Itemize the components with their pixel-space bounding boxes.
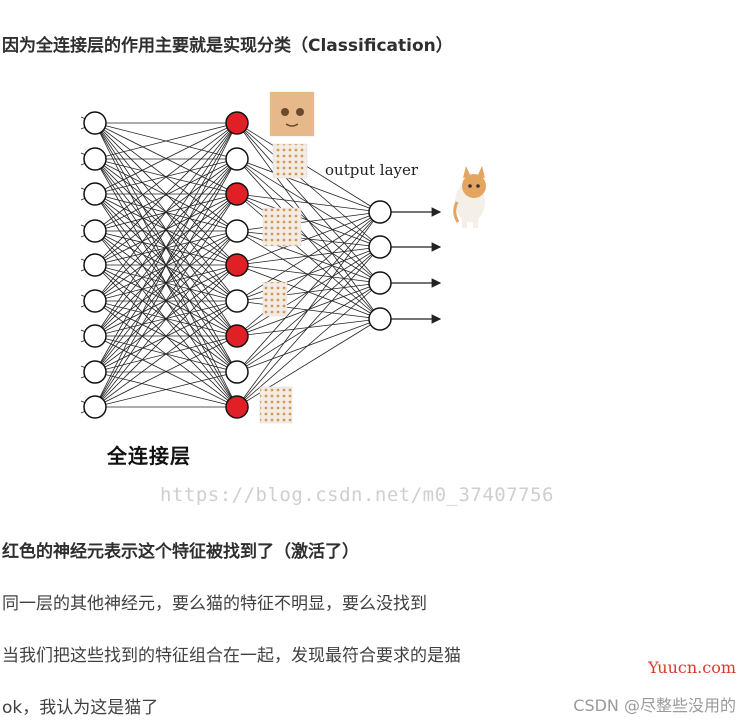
cat-feature-fragment-image — [263, 282, 287, 316]
hidden-neuron — [226, 290, 248, 312]
hidden-neuron — [226, 220, 248, 242]
input-neuron — [84, 112, 106, 134]
paragraph-combine-features: 当我们把这些找到的特征组合在一起，发现最符合要求的是猫 — [2, 641, 461, 666]
input-neuron — [84, 361, 106, 383]
input-neuron — [84, 183, 106, 205]
output-neuron — [369, 236, 391, 258]
cat-feature-fragment-image — [273, 144, 307, 178]
input-neuron — [84, 220, 106, 242]
section-heading-activation: 红色的神经元表示这个特征被找到了（激活了） — [2, 537, 359, 562]
cat-face-image — [270, 92, 314, 136]
input-neuron — [84, 148, 106, 170]
blog-url-watermark: https://blog.csdn.net/m0_37407756 — [160, 484, 554, 506]
site-watermark: Yuucn.com — [648, 658, 736, 677]
paragraph-other-neurons: 同一层的其他神经元，要么猫的特征不明显，要么没找到 — [2, 589, 427, 614]
paragraph-conclusion: ok，我认为这是猫了 — [2, 693, 158, 718]
activated-neuron — [226, 396, 248, 418]
hidden-neuron — [226, 148, 248, 170]
output-neuron — [369, 272, 391, 294]
classified-cat-image — [455, 166, 486, 228]
cat-feature-fragment-image — [263, 208, 301, 246]
fully-connected-layer-caption: 全连接层 — [107, 440, 191, 469]
activated-neuron — [226, 183, 248, 205]
section-heading-classification: 因为全连接层的作用主要就是实现分类（Classification） — [2, 31, 453, 56]
csdn-author-watermark: CSDN @尽整些没用的 — [573, 692, 736, 716]
input-neuron — [84, 290, 106, 312]
input-neuron — [84, 254, 106, 276]
activated-neuron — [226, 112, 248, 134]
activated-neuron — [226, 325, 248, 347]
output-layer-label: output layer — [325, 161, 419, 179]
activated-neuron — [226, 254, 248, 276]
input-neuron — [84, 325, 106, 347]
cat-feature-fragment-image — [260, 387, 292, 423]
hidden-neuron — [226, 361, 248, 383]
output-neuron — [369, 308, 391, 330]
input-neuron — [84, 396, 106, 418]
output-neuron — [369, 201, 391, 223]
